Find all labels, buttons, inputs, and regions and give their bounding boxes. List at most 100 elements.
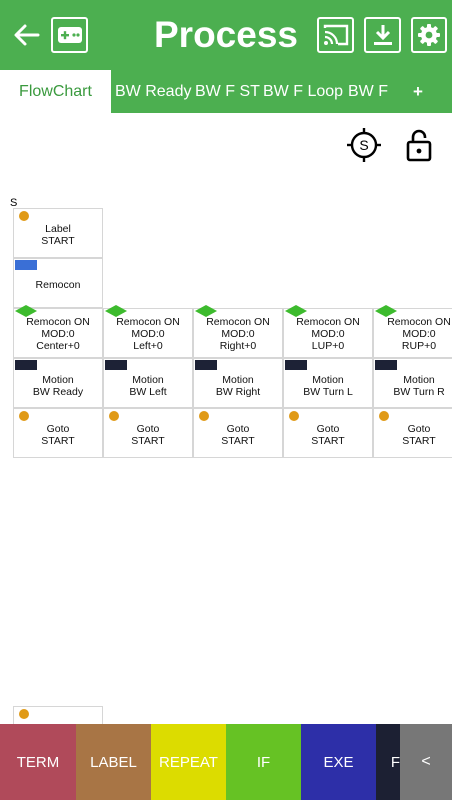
- block-title: Goto: [407, 423, 431, 435]
- block-title: Remocon ON: [116, 316, 180, 328]
- block-title: Goto: [226, 423, 250, 435]
- remocon-block[interactable]: Remocon: [13, 258, 103, 308]
- label-block[interactable]: Label START: [13, 208, 103, 258]
- tab-flowchart[interactable]: FlowChart: [0, 70, 111, 113]
- block-title: Motion: [132, 374, 164, 386]
- category-exe-button[interactable]: EXE: [301, 724, 376, 800]
- download-button[interactable]: [364, 17, 401, 53]
- block-title: Goto: [136, 423, 160, 435]
- goto-dot-icon: [379, 411, 389, 421]
- block-title: Goto: [316, 423, 340, 435]
- lock-toggle-button[interactable]: [403, 127, 435, 163]
- category-repeat-button[interactable]: REPEAT: [151, 724, 226, 800]
- gamepad-icon: [57, 27, 82, 43]
- motion-block[interactable]: Motion BW Left: [103, 358, 193, 408]
- goto-dot-icon: [19, 411, 29, 421]
- goto-block[interactable]: Goto START: [13, 408, 103, 458]
- target-icon-letter: S: [359, 137, 368, 153]
- tab-bw-f-st[interactable]: BW F ST: [195, 83, 260, 100]
- goto-block[interactable]: Goto START: [373, 408, 452, 458]
- motion-block[interactable]: Motion BW Turn R: [373, 358, 452, 408]
- motion-block[interactable]: Motion BW Ready: [13, 358, 103, 408]
- block-key: Center+0: [36, 340, 80, 352]
- tab-bar: FlowChart BW Ready BW F ST BW F Loop BW …: [0, 70, 452, 113]
- recenter-button[interactable]: S: [346, 127, 382, 163]
- remocon-marker-icon: [15, 260, 37, 270]
- block-value: START: [311, 435, 345, 447]
- motion-marker-icon: [15, 360, 37, 370]
- cast-button[interactable]: [317, 17, 354, 53]
- branch-diamond-icon: [375, 305, 397, 317]
- block-value: START: [41, 235, 75, 247]
- category-label-button[interactable]: LABEL: [76, 724, 151, 800]
- goto-block[interactable]: Goto START: [193, 408, 283, 458]
- block-value: START: [402, 435, 436, 447]
- block-title: Remocon ON: [26, 316, 90, 328]
- block-value: START: [221, 435, 255, 447]
- category-f-button[interactable]: F: [376, 724, 400, 800]
- tab-bw-f-loop[interactable]: BW F Loop: [263, 83, 344, 100]
- tab-bw-f[interactable]: BW F: [348, 83, 388, 100]
- motion-marker-icon: [285, 360, 307, 370]
- block-value: BW Turn L: [303, 386, 353, 398]
- motion-block[interactable]: Motion BW Turn L: [283, 358, 373, 408]
- goto-dot-icon: [109, 411, 119, 421]
- goto-dot-icon: [289, 411, 299, 421]
- branch-diamond-icon: [105, 305, 127, 317]
- block-value: BW Turn R: [393, 386, 445, 398]
- target-s-icon: S: [347, 128, 381, 162]
- cast-icon: [323, 24, 348, 46]
- label-dot-icon: [19, 211, 29, 221]
- block-mode: MOD:0: [221, 328, 255, 340]
- block-title: Remocon ON: [296, 316, 360, 328]
- block-title: Motion: [312, 374, 344, 386]
- start-marker: S: [10, 197, 18, 209]
- remocon-on-block[interactable]: Remocon ON MOD:0 RUP+0: [373, 305, 452, 358]
- block-title: Motion: [222, 374, 254, 386]
- block-title: Label: [45, 223, 71, 235]
- block-key: Left+0: [133, 340, 163, 352]
- block-title: Motion: [403, 374, 435, 386]
- motion-marker-icon: [195, 360, 217, 370]
- block-key: Right+0: [219, 340, 257, 352]
- goto-dot-icon: [199, 411, 209, 421]
- block-title: Motion: [42, 374, 74, 386]
- remocon-on-block[interactable]: Remocon ON MOD:0 LUP+0: [283, 305, 373, 358]
- remocon-on-block[interactable]: Remocon ON MOD:0 Left+0: [103, 305, 193, 358]
- tab-bw-ready[interactable]: BW Ready: [115, 83, 192, 100]
- motion-block[interactable]: Motion BW Right: [193, 358, 283, 408]
- collapse-categories-button[interactable]: <: [400, 724, 452, 800]
- block-title: Remocon: [35, 278, 81, 291]
- block-mode: MOD:0: [311, 328, 345, 340]
- motion-marker-icon: [105, 360, 127, 370]
- block-title: Goto: [46, 423, 70, 435]
- block-key: RUP+0: [401, 340, 437, 352]
- gamepad-button[interactable]: [51, 17, 88, 53]
- remocon-on-block[interactable]: Remocon ON MOD:0 Center+0: [13, 305, 103, 358]
- remocon-on-block[interactable]: Remocon ON MOD:0 Right+0: [193, 305, 283, 358]
- block-mode: MOD:0: [402, 328, 436, 340]
- block-value: BW Right: [215, 386, 261, 398]
- goto-block[interactable]: Goto START: [283, 408, 373, 458]
- goto-block[interactable]: Goto START: [103, 408, 193, 458]
- block-value: START: [131, 435, 165, 447]
- block-value: START: [41, 435, 75, 447]
- block-value: BW Left: [129, 386, 167, 398]
- add-tab-button[interactable]: +: [413, 82, 423, 101]
- back-arrow-icon: [14, 24, 40, 46]
- block-title: Remocon ON: [387, 316, 451, 328]
- block-title: Remocon ON: [206, 316, 270, 328]
- block-key: LUP+0: [311, 340, 345, 352]
- back-button[interactable]: [8, 17, 44, 53]
- branch-diamond-icon: [195, 305, 217, 317]
- label-dot-icon: [19, 709, 29, 719]
- category-if-button[interactable]: IF: [226, 724, 301, 800]
- page-title: Process: [154, 14, 298, 55]
- category-term-button[interactable]: TERM: [0, 724, 76, 800]
- block-mode: MOD:0: [131, 328, 165, 340]
- header-bar: Process: [0, 0, 452, 70]
- settings-button[interactable]: [411, 17, 447, 53]
- block-value: BW Ready: [32, 386, 84, 398]
- category-bar: TERM LABEL REPEAT IF EXE F <: [0, 724, 452, 800]
